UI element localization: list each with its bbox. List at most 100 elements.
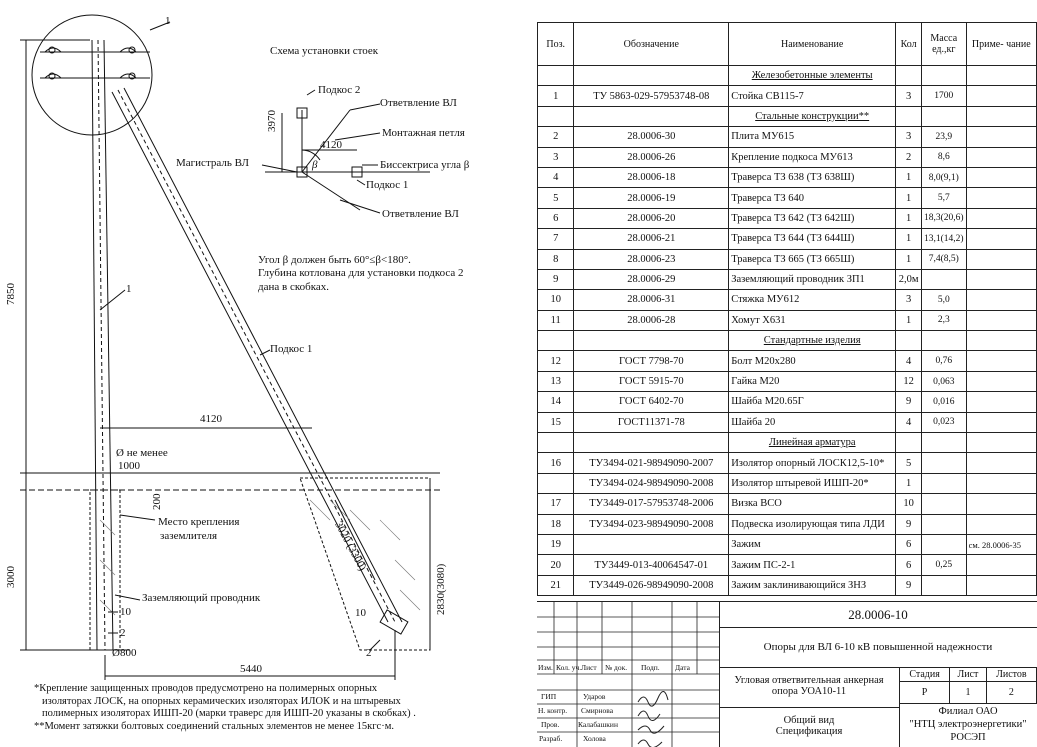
spec-cell-massa: 7,4(8,5) xyxy=(921,248,967,270)
spec-cell-pos: 17 xyxy=(536,493,575,515)
spec-cell-massa: 5,7 xyxy=(921,187,967,209)
spec-cell-prim xyxy=(965,126,1037,148)
spec-empty-cell xyxy=(536,432,575,454)
spec-cell-kol: 4 xyxy=(895,350,923,372)
label-podkos1-scheme: Подкос 1 xyxy=(366,179,409,191)
spec-cell-pos: 16 xyxy=(536,452,575,474)
insulator-1 xyxy=(48,46,56,54)
leader-otv-bottom xyxy=(339,199,381,214)
spec-cell-prim xyxy=(965,289,1037,311)
insulators xyxy=(44,47,137,79)
spec-cell-oboz: ГОСТ 6402-70 xyxy=(573,391,730,413)
spec-cell-naim: Траверса ТЗ 640 xyxy=(728,187,897,209)
spec-cell-prim xyxy=(965,472,1037,495)
spec-section-row: Железобетонные элементы xyxy=(536,64,1037,87)
spec-cell-kol: 2 xyxy=(895,146,923,168)
pole-axis xyxy=(97,39,106,651)
title-block-left: Изм. Кол. уч. Лист № док. Подп. Дата ГИП… xyxy=(537,602,720,747)
insulator-2 xyxy=(128,46,136,54)
leader-podkos1-s xyxy=(356,179,366,186)
spec-cell-massa: 23,9 xyxy=(921,126,967,148)
spec-cell-naim: Гайка М20 xyxy=(728,370,897,393)
spec-cell-massa xyxy=(921,533,967,556)
org-line-1: Филиал ОАО xyxy=(938,706,998,717)
spec-empty-cell xyxy=(536,105,575,128)
spec-cell-massa: 18,3(20,6) xyxy=(921,207,967,230)
project-name: Опоры для ВЛ 6-10 кВ повышенной надежнос… xyxy=(719,627,1037,668)
person-1: Ударов xyxy=(583,692,606,701)
spec-cell-kol: 10 xyxy=(895,493,923,515)
spec-cell-oboz: 28.0006-26 xyxy=(573,146,730,168)
org-line-3: РОСЭП xyxy=(950,732,986,743)
label-mesto: Место крепления xyxy=(158,516,240,528)
listov-value: 2 xyxy=(985,681,1037,704)
label-2-left: 2 xyxy=(120,627,126,639)
insulator-3 xyxy=(48,72,56,80)
spec-cell-prim xyxy=(965,574,1037,597)
spec-cell-naim: Стойка СВ115-7 xyxy=(728,85,897,107)
spec-cell-naim: Зажим заклинивающийся ЗНЗ xyxy=(728,574,897,597)
spec-cell-prim xyxy=(965,187,1037,209)
listov-header: Листов xyxy=(985,667,1037,682)
label-diam-min: Ø не менее xyxy=(116,447,168,459)
label-zazemlyayushchiy: Заземляющий проводник xyxy=(142,592,261,604)
pole-left-edge xyxy=(91,39,98,651)
leader-zazeml xyxy=(114,594,141,601)
spec-cell-oboz: 28.0006-30 xyxy=(573,126,730,148)
object-name: Угловая ответвительная анкерная опора УО… xyxy=(719,667,900,708)
insulator-4 xyxy=(128,72,136,80)
spec-cell-naim: Траверса ТЗ 638 (ТЗ 638Ш) xyxy=(728,166,897,189)
header-primechanie: Приме- чание xyxy=(965,22,1037,66)
spec-cell-prim xyxy=(965,207,1037,230)
spec-cell-oboz: ТУ3494-021-98949090-2007 xyxy=(573,452,730,474)
col-izm: Изм. xyxy=(538,663,553,672)
doc-code: 28.0006-10 xyxy=(719,602,1037,628)
label-otvetvlenie-bottom: Ответвление ВЛ xyxy=(382,208,459,220)
spec-empty-cell xyxy=(921,105,967,128)
spec-cell-massa: 1700 xyxy=(921,85,967,107)
dim-3020-line xyxy=(334,499,376,581)
spec-cell-prim: см. 28.0006-35 xyxy=(965,533,1037,556)
spec-cell-oboz: 28.0006-29 xyxy=(573,268,730,291)
col-data: Дата xyxy=(675,663,690,672)
spec-cell-pos: 2 xyxy=(536,126,575,148)
spec-cell-pos: 4 xyxy=(536,166,575,189)
spec-empty-cell xyxy=(921,432,967,454)
org-line-2: "НТЦ электроэнергетики" xyxy=(909,719,1027,730)
leader-podkos2 xyxy=(306,89,316,96)
spec-cell-pos: 19 xyxy=(536,533,575,556)
spec-cell-prim xyxy=(965,370,1037,393)
spec-section-title: Стандартные изделия xyxy=(728,330,897,352)
stadiya-value: Р xyxy=(898,681,951,704)
view-name: Общий вид Спецификация xyxy=(719,707,900,747)
leader-2-right xyxy=(369,639,381,651)
spec-section-row: Стальные конструкции** xyxy=(536,105,1037,128)
spec-cell-naim: Визка ВСО xyxy=(728,493,897,515)
role-gip: ГИП xyxy=(541,692,557,701)
installation-scheme xyxy=(261,89,430,214)
spec-section-row: Линейная арматура xyxy=(536,432,1037,454)
spec-header-row: Поз. Обозначение Наименование Кол Масса … xyxy=(536,22,1037,66)
spec-cell-prim xyxy=(965,554,1037,576)
spec-cell-kol: 2,0м xyxy=(895,268,923,291)
leader-mesto xyxy=(119,514,156,521)
scheme-podkos2-box xyxy=(296,107,308,119)
pole-drawing xyxy=(20,14,440,680)
spec-cell-naim: Болт М20х280 xyxy=(728,350,897,372)
header-pos: Поз. xyxy=(536,22,575,66)
spec-cell-pos: 15 xyxy=(536,411,575,434)
view-name-1: Общий вид xyxy=(783,715,835,726)
spec-cell-oboz: 28.0006-20 xyxy=(573,207,730,230)
spec-cell-naim: Изолятор штыревой ИШП-20* xyxy=(728,472,897,495)
label-10-left: 10 xyxy=(120,606,131,618)
spec-cell-naim: Плита МУ615 xyxy=(728,126,897,148)
spec-empty-cell xyxy=(573,64,730,87)
